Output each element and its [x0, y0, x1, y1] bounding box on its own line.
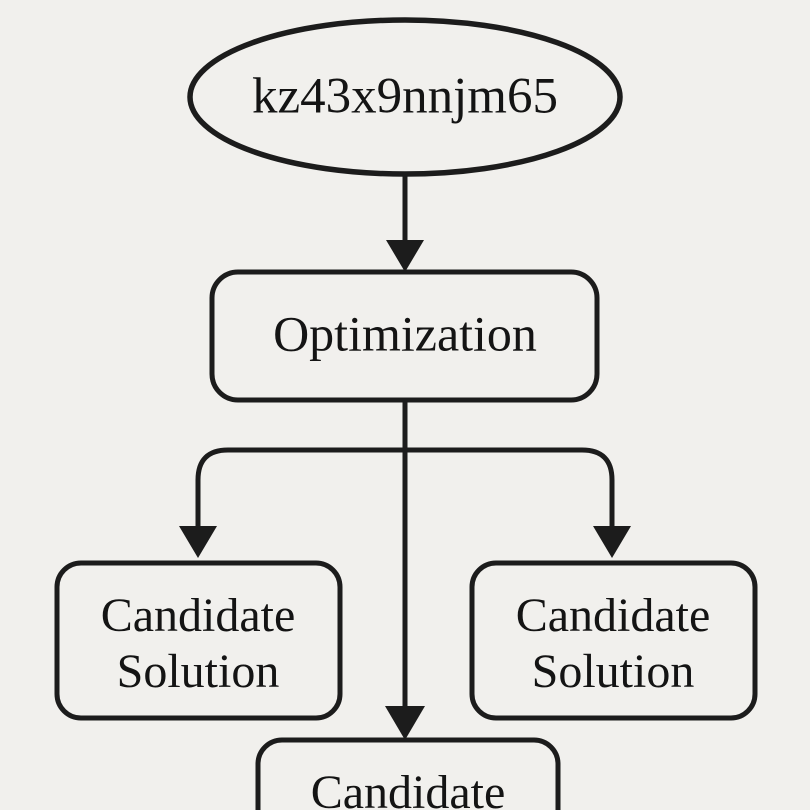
node-candidate-right-label-line1: Candidate	[516, 589, 711, 642]
arrowhead-down-icon	[386, 240, 424, 272]
node-candidate-bottom-label: Candidate	[311, 766, 506, 810]
arrowhead-down-icon	[179, 526, 217, 558]
arrowhead-down-icon	[385, 706, 425, 740]
edge-optimization-middle	[385, 400, 425, 740]
edge-root-optimization	[386, 170, 424, 272]
edge-optimization-left	[179, 400, 408, 558]
node-candidate-left-label-line1: Candidate	[101, 589, 296, 642]
node-root[interactable]: kz43x9nnjm65	[187, 17, 623, 177]
node-root-label: kz43x9nnjm65	[252, 69, 558, 125]
node-optimization[interactable]: Optimization	[209, 269, 600, 403]
rounded-rect-shape	[469, 560, 758, 721]
node-candidate-bottom[interactable]: Candidate	[255, 737, 561, 810]
edge-optimization-right	[405, 447, 631, 558]
rounded-rect-shape	[54, 560, 343, 721]
node-candidate-right-label-line2: Solution	[532, 645, 695, 698]
rounded-rect-shape	[209, 269, 600, 403]
rounded-rect-shape	[255, 737, 561, 810]
node-candidate-left-label-line2: Solution	[117, 645, 280, 698]
node-candidate-right[interactable]: Candidate Solution	[469, 560, 758, 721]
arrowhead-down-icon	[593, 526, 631, 558]
node-candidate-left[interactable]: Candidate Solution	[54, 560, 343, 721]
ellipse-shape	[187, 17, 623, 177]
node-optimization-label: Optimization	[273, 305, 537, 361]
